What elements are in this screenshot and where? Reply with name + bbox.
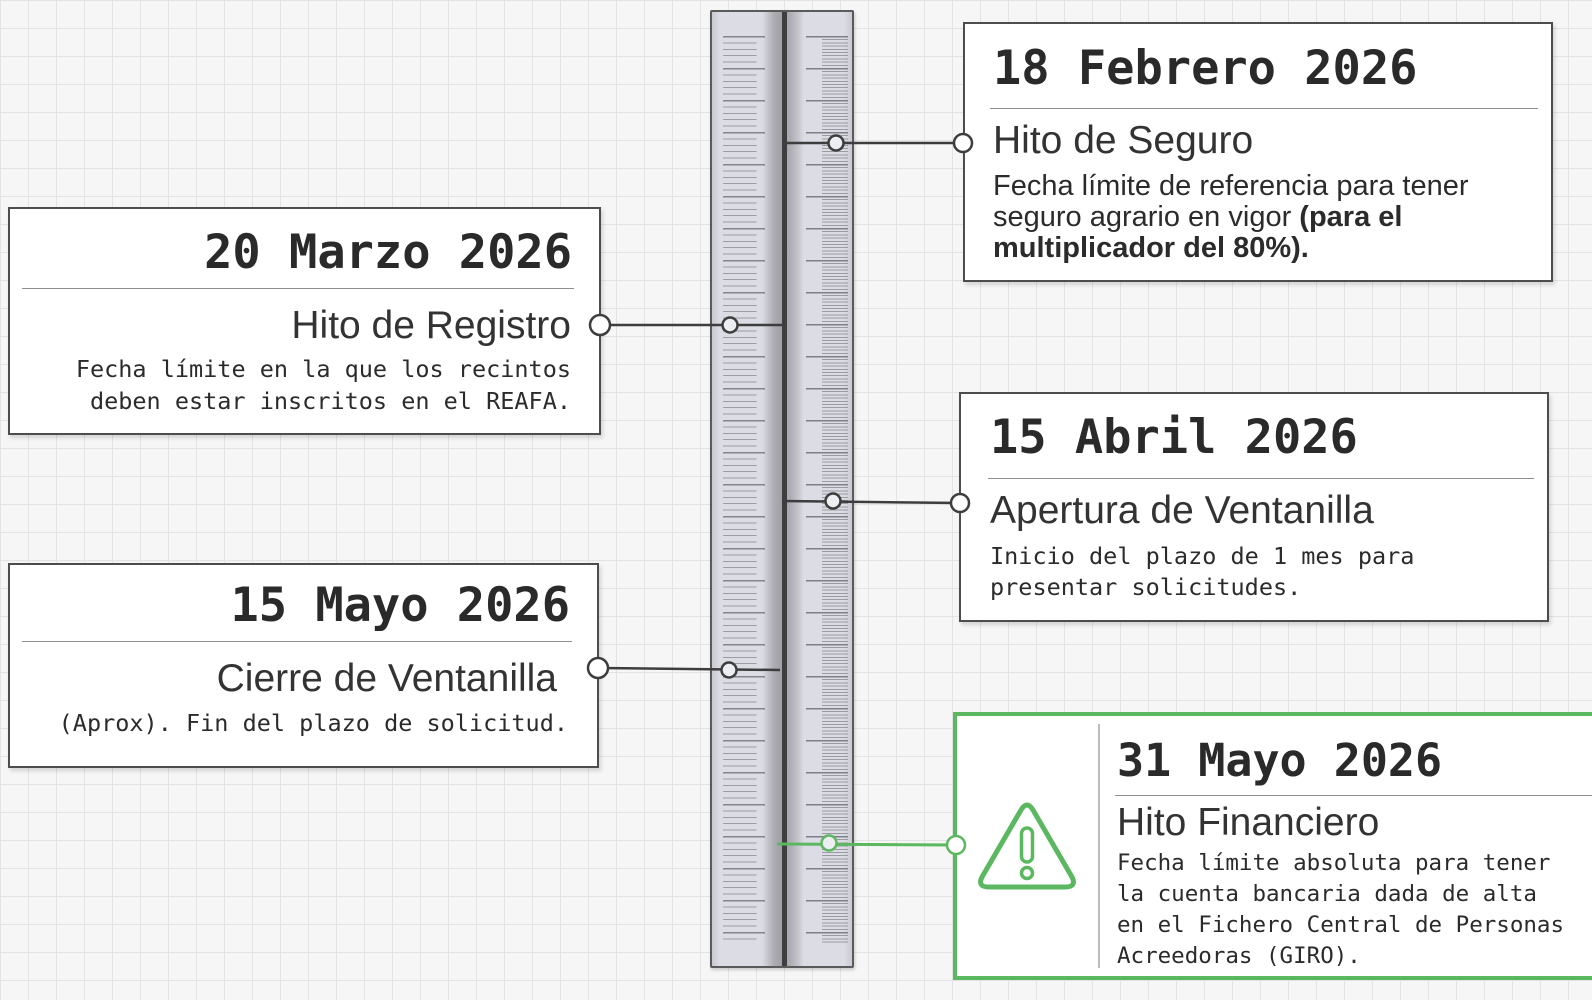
milestone-description: Fecha límite absoluta para tener la cuen… <box>1117 850 1565 969</box>
milestone-card-cierre-ventanilla: 15 Mayo 2026 Cierre de Ventanilla (Aprox… <box>8 563 599 768</box>
milestone-date: 20 Marzo 2026 <box>204 225 572 280</box>
icon-divider <box>1098 724 1100 968</box>
ruler-ticks-left <box>723 36 765 944</box>
milestone-date: 31 Mayo 2026 <box>1117 734 1443 787</box>
milestone-card-hito-financiero: 31 Mayo 2026 Hito Financiero Fecha límit… <box>953 712 1592 980</box>
description-bold-text: (para el multiplicador del 80%). <box>993 201 1403 264</box>
milestone-title: Cierre de Ventanilla <box>216 657 557 700</box>
milestone-description: (Aprox). Fin del plazo de solicitud. <box>58 709 568 737</box>
description-text: Fecha límite de referencia para tener se… <box>993 170 1469 233</box>
milestone-title: Hito Financiero <box>1117 801 1380 844</box>
divider <box>988 478 1534 479</box>
milestone-title: Hito de Registro <box>291 304 571 347</box>
milestone-description: Fecha límite de referencia para tener se… <box>993 171 1513 264</box>
ruler-ticks-right <box>806 36 848 944</box>
milestone-date: 15 Mayo 2026 <box>230 578 570 633</box>
milestone-title: Apertura de Ventanilla <box>990 489 1374 532</box>
milestone-description: Inicio del plazo de 1 mes para presentar… <box>990 542 1415 601</box>
divider <box>22 288 574 289</box>
ruler-center-line <box>782 12 787 966</box>
divider <box>990 108 1538 109</box>
warning-icon <box>978 802 1076 890</box>
milestone-card-hito-seguro: 18 Febrero 2026 Hito de Seguro Fecha lím… <box>963 22 1553 282</box>
timeline-ruler <box>710 10 854 968</box>
milestone-card-apertura-ventanilla: 15 Abril 2026 Apertura de Ventanilla Ini… <box>959 392 1549 622</box>
milestone-date: 18 Febrero 2026 <box>993 41 1418 96</box>
divider <box>22 641 572 642</box>
milestone-card-hito-registro: 20 Marzo 2026 Hito de Registro Fecha lím… <box>8 207 601 435</box>
divider <box>1115 795 1592 796</box>
milestone-description: Fecha límite en la que los recintos debe… <box>75 355 571 415</box>
milestone-title: Hito de Seguro <box>993 119 1254 162</box>
milestone-date: 15 Abril 2026 <box>990 410 1358 465</box>
